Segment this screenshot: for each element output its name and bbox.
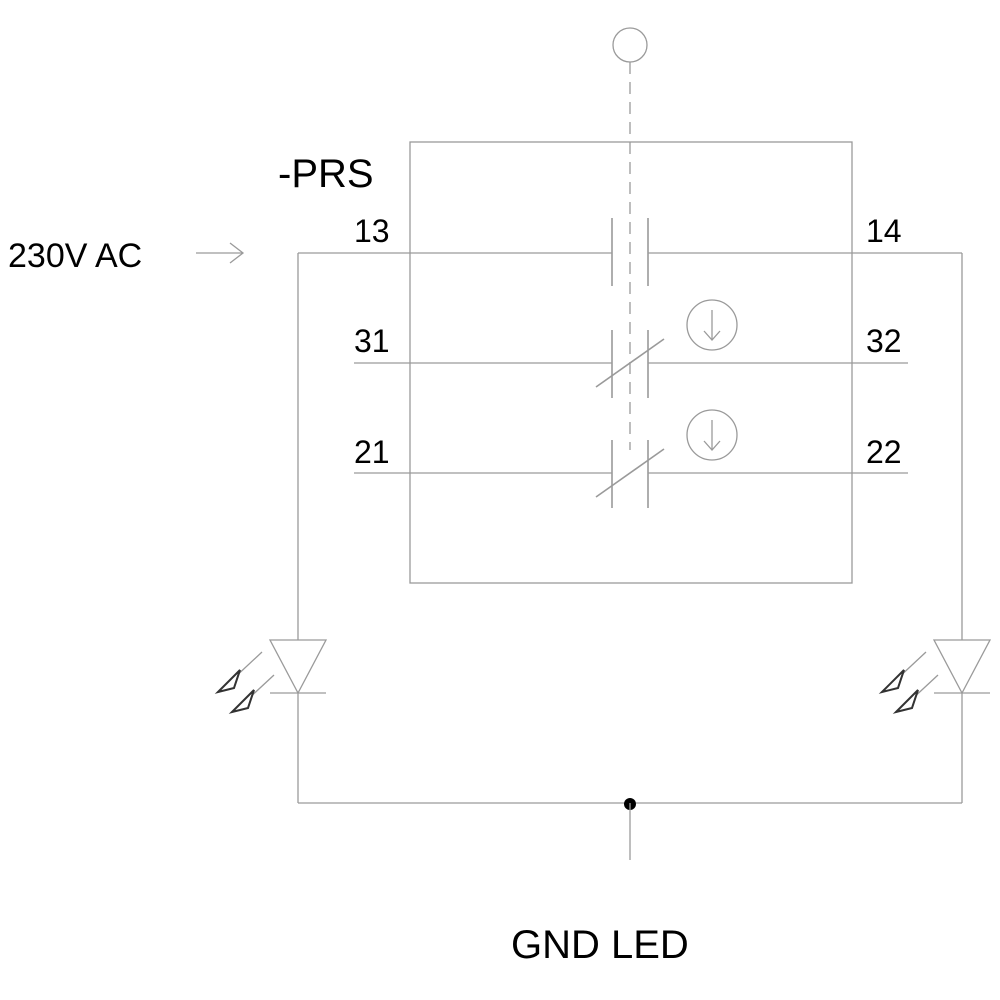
terminal-13-label: 13 — [354, 213, 390, 249]
terminal-21-label: 21 — [354, 434, 390, 470]
arrow-down-circle-icon — [686, 299, 738, 351]
contact-21-22 — [354, 440, 908, 508]
contact-31-32 — [354, 330, 908, 398]
arrow-down-circle-icon — [686, 409, 738, 461]
device-tag-label: -PRS — [278, 152, 374, 196]
supply-label: 230V AC — [8, 237, 142, 275]
supply-arrow-icon — [196, 242, 245, 264]
led-left-icon — [214, 639, 328, 714]
terminal-31-label: 31 — [354, 323, 390, 359]
ground-label: GND LED — [511, 923, 689, 967]
terminal-22-label: 22 — [866, 434, 902, 470]
actuator-knob — [612, 27, 648, 63]
led-right-icon — [878, 639, 992, 714]
terminal-32-label: 32 — [866, 323, 902, 359]
terminal-14-label: 14 — [866, 213, 902, 249]
contact-13-14 — [298, 218, 962, 286]
